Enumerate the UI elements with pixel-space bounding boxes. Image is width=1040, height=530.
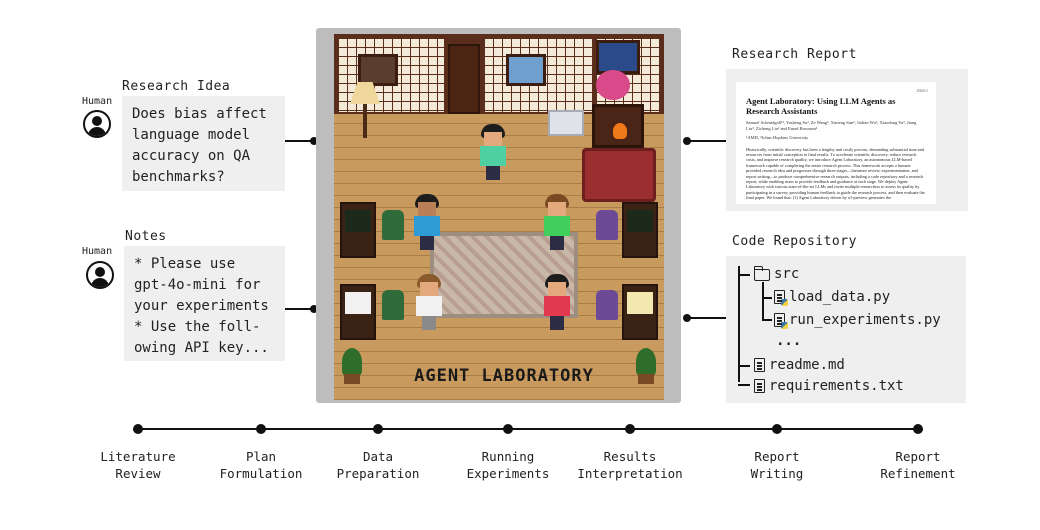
idea-connector (285, 140, 313, 142)
paper-affiliation: ¹AMD, ²Johns Hopkins University (746, 135, 809, 140)
repo-item-readme[interactable]: readme.md (754, 356, 845, 374)
human-avatar-icon (86, 261, 114, 289)
repo-item-src[interactable]: src (753, 265, 799, 283)
painting-wave-icon (506, 54, 546, 86)
research-idea-title: Research Idea (122, 79, 231, 94)
paper-abstract: Historically, scientific discovery has b… (746, 146, 925, 201)
timeline-dot (373, 424, 383, 434)
research-idea-box: Does bias affect language model accuracy… (122, 96, 285, 191)
lab-door (448, 44, 480, 114)
human-label-idea: Human (82, 96, 113, 107)
agent-character-icon (542, 274, 572, 332)
research-report-title: Research Report (732, 47, 857, 62)
computer-desk-icon (622, 284, 658, 340)
agent-character-icon (414, 274, 444, 332)
workflow-timeline (138, 428, 918, 430)
agent-character-icon (478, 124, 508, 182)
painting-starry-night-icon (596, 40, 640, 74)
lab-wall (334, 34, 664, 114)
human-label-notes: Human (82, 246, 113, 257)
paper-authors: Samuel Schmidgall¹², Yusheng Su³, Ze Wan… (746, 120, 917, 131)
timeline-dot (625, 424, 635, 434)
report-connector (690, 140, 726, 142)
timeline-dot (256, 424, 266, 434)
painting-portrait-icon (358, 54, 398, 86)
human-avatar-icon (83, 110, 111, 138)
computer-desk-icon (340, 284, 376, 340)
text-file-icon (754, 358, 765, 372)
plant-icon (342, 348, 362, 376)
paper-title: Agent Laboratory: Using LLM Agents as Re… (746, 96, 896, 116)
timeline-dot (772, 424, 782, 434)
idea-connector-dot (310, 137, 318, 145)
notes-connector (285, 308, 313, 310)
stage-plan-formulation: Plan Formulation (219, 449, 303, 481)
stage-results-interpretation: Results Interpretation (577, 449, 683, 481)
stage-report-refinement: Report Refinement (880, 449, 956, 481)
repo-item-requirements[interactable]: requirements.txt (754, 377, 904, 395)
notes-title: Notes (125, 229, 167, 244)
agent-laboratory-scene: AGENT LABORATORY (334, 34, 664, 400)
lab-title: AGENT LABORATORY (414, 366, 594, 386)
python-file-icon (774, 290, 788, 306)
chair-icon (382, 210, 404, 240)
repo-connector (690, 317, 726, 319)
paper-preview: 2024-1 Agent Laboratory: Using LLM Agent… (736, 82, 936, 204)
timeline-dot (913, 424, 923, 434)
repo-item-run-experiments[interactable]: run_experiments.py (774, 311, 941, 329)
fireplace-icon (592, 104, 644, 148)
repo-item-ellipsis: ... (776, 333, 802, 349)
text-file-icon (754, 379, 765, 393)
computer-desk-icon (622, 202, 658, 258)
chair-icon (596, 290, 618, 320)
repo-item-load-data[interactable]: load_data.py (774, 288, 890, 306)
repo-connector-dot (683, 314, 691, 322)
chair-icon (596, 210, 618, 240)
notes-box: * Please use gpt-4o-mini for your experi… (124, 246, 285, 361)
cat-rug-icon (548, 110, 584, 136)
timeline-dot (133, 424, 143, 434)
sofa-icon (582, 148, 656, 202)
chair-icon (382, 290, 404, 320)
stage-literature-review: Literature Review (100, 449, 176, 481)
computer-desk-icon (340, 202, 376, 258)
plant-icon (636, 348, 656, 376)
folder-icon (753, 266, 770, 281)
timeline-dot (503, 424, 513, 434)
flower-vase-icon (596, 70, 630, 100)
stage-report-writing: Report Writing (750, 449, 804, 481)
python-file-icon (774, 313, 788, 329)
agent-character-icon (542, 194, 572, 252)
agent-character-icon (412, 194, 442, 252)
stage-running-experiments: Running Experiments (466, 449, 550, 481)
report-connector-dot (683, 137, 691, 145)
floor-lamp-icon (350, 82, 380, 104)
notes-connector-dot (310, 305, 318, 313)
stage-data-preparation: Data Preparation (336, 449, 420, 481)
code-repository-title: Code Repository (732, 234, 857, 249)
